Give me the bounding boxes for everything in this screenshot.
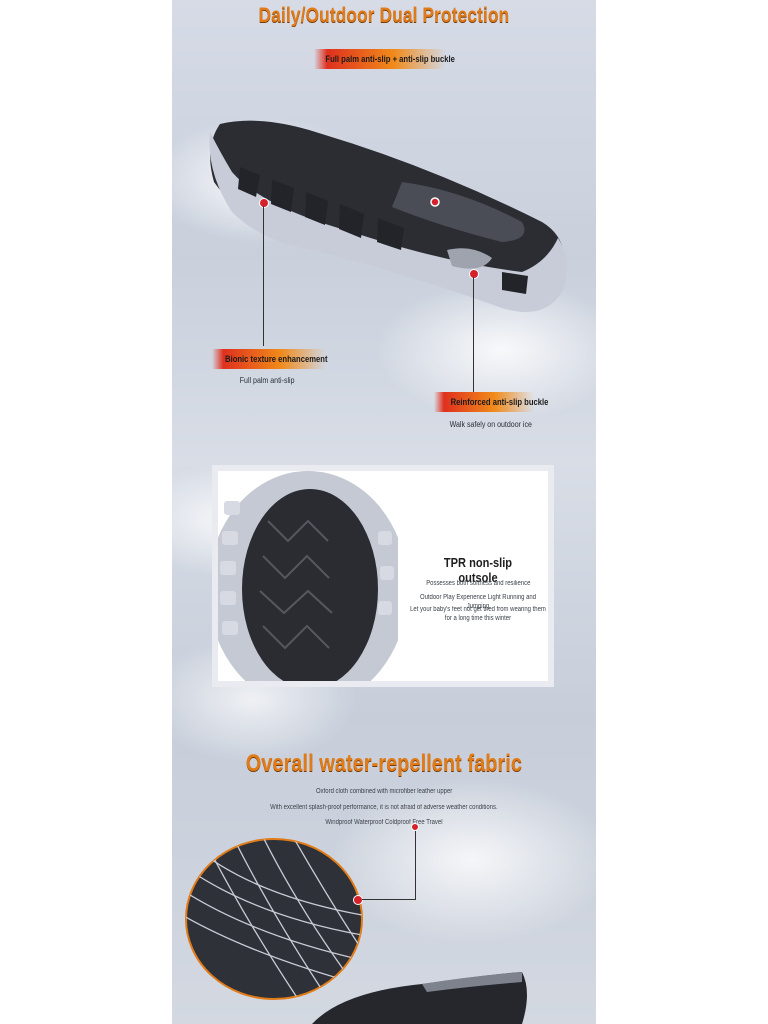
fabric-leader-horizontal [362,899,416,900]
fabric-magnifier-image [185,838,363,1000]
fabric-leader-vertical [415,829,416,900]
bionic-texture-caption: Full palm anti-slip [239,376,295,385]
fabric-line-1: Oxford cloth combined with microfiber le… [315,788,453,795]
fabric-line-2: With excellent splash-proof performance,… [270,804,498,811]
fabric-marker-dot [353,895,363,905]
outsole-closeup-image [218,471,398,681]
anti-slip-buckle-badge: Reinforced anti-slip buckle [434,392,548,412]
anti-slip-buckle-caption: Walk safely on outdoor ice [449,420,532,429]
marker-dot-right [469,269,479,279]
bionic-texture-badge: Bionic texture enhancement [212,349,327,369]
section-title-dual-protection: Daily/Outdoor Dual Protection [258,4,510,27]
tpr-card-title: TPR non-slip outsole [443,555,513,585]
fabric-marker-dot-top [411,823,419,831]
product-detail-panel: Daily/Outdoor Dual Protection Full palm … [172,0,596,1024]
shoe-sole-image [209,120,567,313]
leader-line-right [473,277,474,392]
fabric-line-3: Windproof Waterproof Coldproof Free Trav… [325,819,443,826]
shoe-toe-image [312,972,527,1024]
tpr-card-line-1: Possesses both softness and resilience [425,580,531,587]
tpr-card-line-2: Outdoor Play Experience Light Running an… [419,594,537,610]
leader-line-left [263,206,264,346]
anti-slip-badge: Full palm anti-slip + anti-slip buckle [314,49,455,69]
tpr-card-line-3: Let your baby's feet not get tired from … [410,606,546,622]
marker-dot-left [259,198,269,208]
tpr-outsole-card: TPR non-slip outsole Possesses both soft… [212,465,554,687]
section-title-water-repellent: Overall water-repellent fabric [245,750,523,777]
